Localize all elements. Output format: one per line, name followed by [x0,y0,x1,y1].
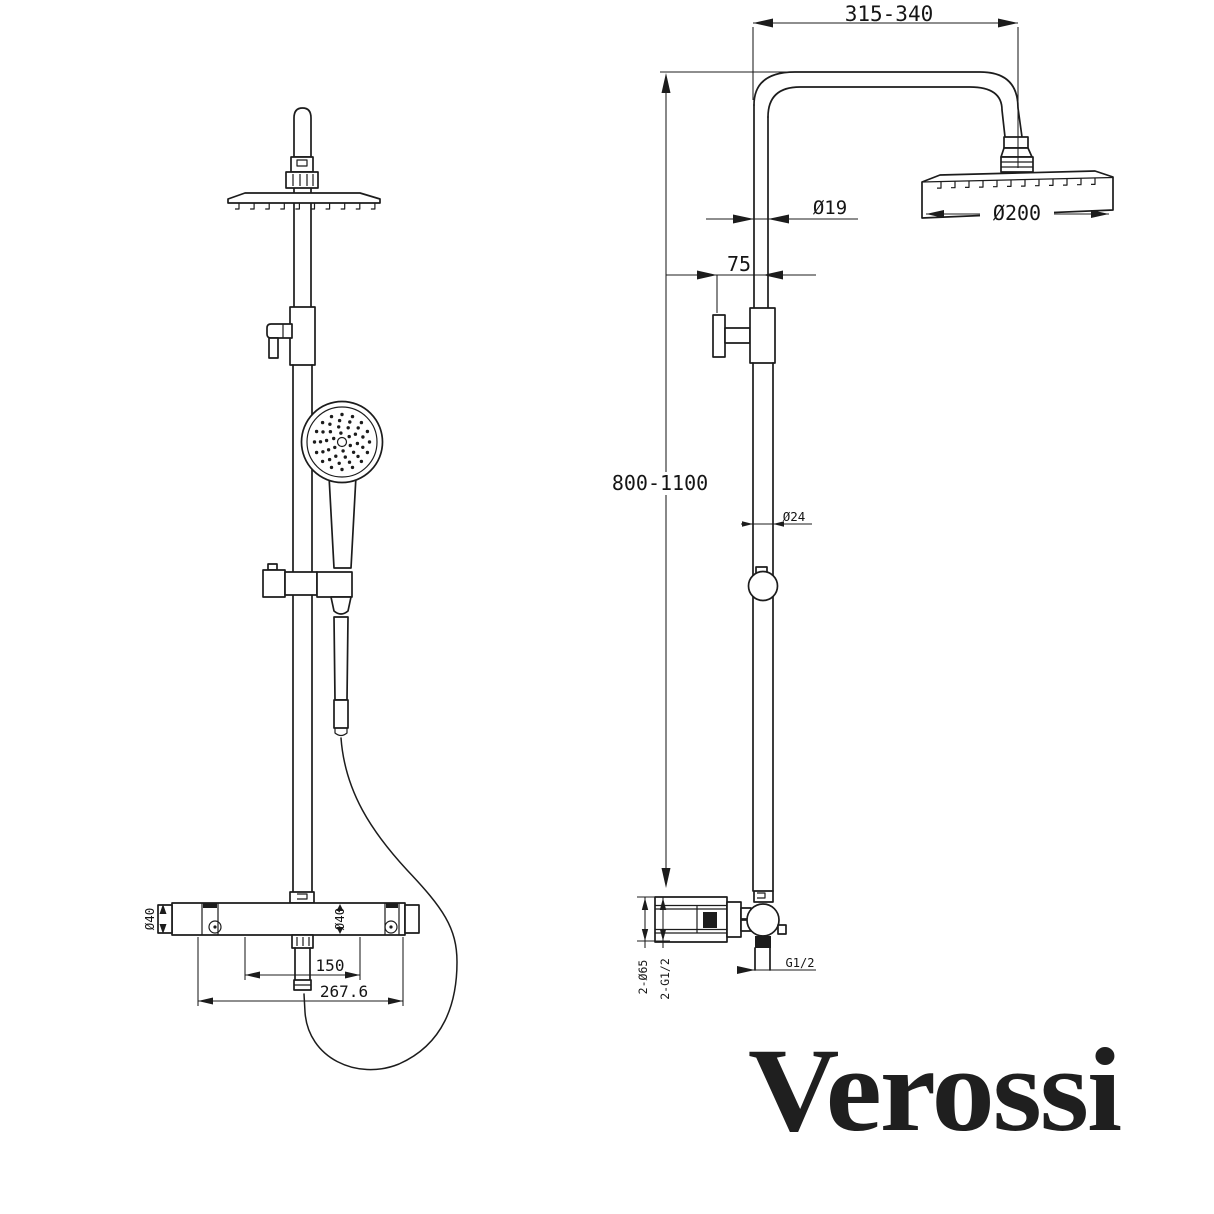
side-view-dimensions: 315-340 Ø19 Ø200 75 800-1100 Ø24 G1/2 2-… [612,2,1109,1000]
shower-arm-inner [767,86,1006,138]
front-view-dimensions: Ø40 Ø40 150 267.6 [142,904,404,1006]
riser-pipe-side-lower [752,362,774,892]
riser-pipe-front-upper [293,202,312,308]
rain-head-side [921,170,1114,219]
dim-label-inlet-thread: 2-G1/2 [658,958,672,1000]
valve-outlet-dark [755,936,771,948]
front-view [157,107,458,1071]
holder-cradle [316,571,353,598]
rain-head-front [227,192,381,204]
valve-left-cap [157,904,173,934]
dim-label-outlet-thread: G1/2 [786,956,815,970]
dim-label-head-diameter: Ø200 [993,201,1041,225]
dim-label-escutcheon: 2-Ø65 [636,960,650,995]
head-nut [285,171,319,189]
arm-nut [1003,136,1029,149]
dim-label-valve-width: 267.6 [320,982,368,1001]
dim-label-riser-upper-diameter: Ø19 [813,197,847,219]
slider-clamp [289,306,316,366]
riser-top-cap [293,107,312,158]
shower-arm-outer [753,71,1023,138]
brand-logo: Verossi [748,1023,1121,1156]
holder-cone [330,596,352,615]
shower-hose [303,737,458,1071]
side-view [654,71,1114,971]
hand-shower-spray-nozzles [312,412,372,472]
holder-body [284,571,318,596]
holder-left-block [262,569,286,598]
wall-bracket-arm [724,327,751,344]
head-connector [290,156,314,173]
valve-side-inlet-fitting [753,890,774,903]
holder-tab [267,563,278,571]
ball-joint-nut [1000,156,1034,173]
dim-label-riser-height: 800-1100 [612,471,708,495]
rain-head-nozzles-front [235,203,376,210]
riser-pipe-side-upper [753,104,769,309]
wall-bracket-flange [712,314,726,358]
dim-label-bracket-offset: 75 [727,252,751,276]
dim-label-valve-diameter-center: Ø40 [332,908,347,931]
slider-knob [747,570,779,602]
dim-label-riser-lower-diameter: Ø24 [783,509,806,524]
diverter-handle [266,323,293,339]
valve-right-cap [404,904,420,934]
dim-label-arm-reach: 315-340 [845,2,934,26]
hand-shower-handle [328,475,357,569]
dim-label-inlet-spacing: 150 [316,956,345,975]
valve-side-plate [726,901,742,938]
temperature-knob-side [746,903,780,937]
wall-bracket-block [749,307,776,364]
rain-head-nozzles-side [937,177,1096,189]
dim-label-valve-diameter-left: Ø40 [142,908,157,931]
